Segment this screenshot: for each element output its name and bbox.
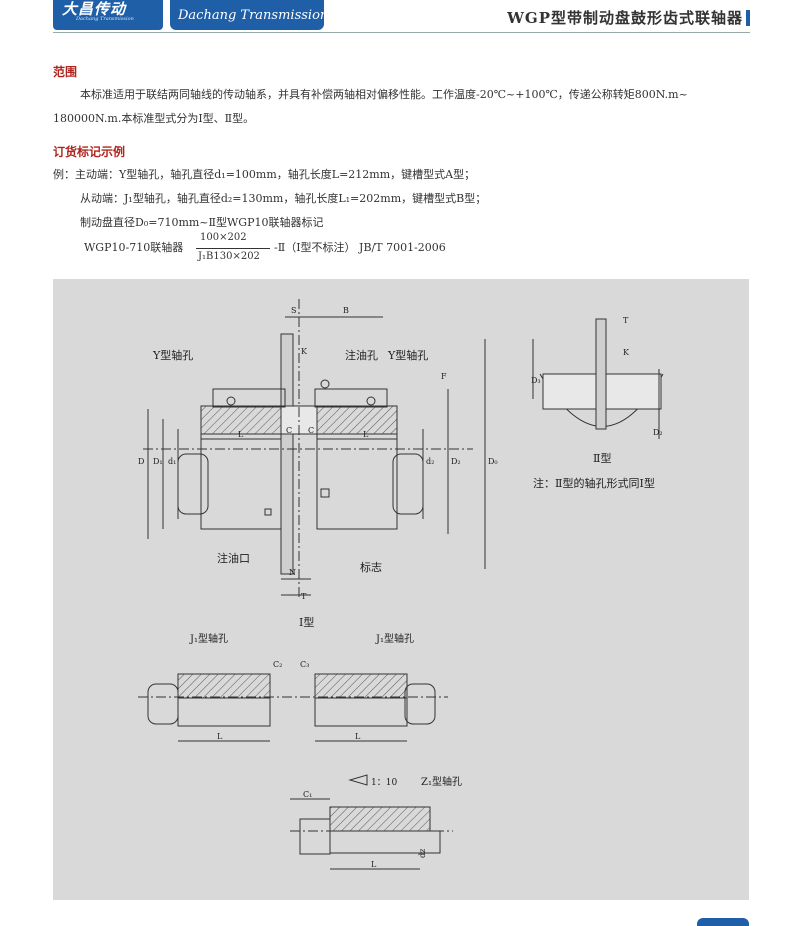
- scope-line-2: 180000N.m.本标准型式分为Ⅰ型、Ⅱ型。: [53, 112, 255, 125]
- right-hub-body: [316, 433, 398, 530]
- dim-d1: d₁: [168, 457, 176, 466]
- caption-type1: Ⅰ型: [299, 615, 314, 629]
- logo-chinese-text: 大昌传动: [62, 0, 127, 18]
- brand-name: Dachang Transmission: [178, 8, 329, 23]
- oil-port: [264, 508, 272, 516]
- coupling-drawing: Y型轴孔 注油孔 Y型轴孔 注油口 标志 Ⅰ型 S B K F C C L L …: [138, 299, 664, 870]
- page-tab: [697, 918, 749, 926]
- dim-L-left: L: [238, 430, 244, 439]
- j1-right-hub-body: [314, 697, 408, 727]
- dim-K: K: [301, 347, 308, 356]
- order-mark-numerator: 100×202: [200, 232, 247, 243]
- j1-left-label: J₁型轴孔: [189, 632, 228, 645]
- right-sleeve: [314, 388, 388, 408]
- dim-T: T: [301, 592, 307, 601]
- j1-dim-L-right: L: [355, 732, 361, 741]
- z1-dim-C1: C₁: [303, 790, 312, 799]
- label-y-bore-right: Y型轴孔: [387, 348, 428, 362]
- j1-left-hub: [177, 673, 271, 699]
- order-mark-denominator: J₁B130×202: [198, 251, 260, 262]
- type2-disc: [595, 318, 607, 430]
- bolt: [226, 396, 236, 406]
- z1-shaft: [299, 818, 331, 855]
- j1-right-shaft: [404, 683, 436, 725]
- page-title: WGP型带制动盘鼓形齿式联轴器: [507, 9, 743, 27]
- z1-dim-dz: dz: [418, 849, 427, 858]
- label-mark: 标志: [360, 560, 382, 574]
- z1-taper: 1：10: [371, 778, 397, 788]
- dim-C-right: C: [308, 426, 314, 435]
- scope-line-1: 本标准适用于联结两同轴线的传动轴系，并具有补偿两轴相对偏移性能。工作温度-20℃…: [80, 88, 688, 101]
- j1-dim-C3: C₃: [300, 660, 309, 669]
- order-mark-suffix: -Ⅱ（Ⅰ型不标注） JB/T 7001-2006: [274, 241, 446, 254]
- order-mark-prefix: WGP10-710联轴器: [84, 241, 184, 254]
- z1-hub: [329, 806, 431, 832]
- j1-right-label: J₁型轴孔: [375, 632, 414, 645]
- label-oil-hole: 注油孔: [345, 348, 378, 362]
- type2-note: 注：Ⅱ型的轴孔形式同Ⅰ型: [533, 476, 655, 490]
- dim-B: B: [343, 306, 349, 315]
- type2-dim-D3: D₃: [531, 376, 541, 385]
- dim-C-left: C: [286, 426, 292, 435]
- taper-symbol: [348, 774, 368, 786]
- brand-banner: [170, 0, 324, 30]
- title-accent-bar: [746, 10, 750, 26]
- order-line-2: 从动端：J₁型轴孔，轴孔直径d₂=130mm，轴孔长度L₁=202mm，键槽型式…: [80, 192, 487, 205]
- type2-dim-K: K: [623, 348, 630, 357]
- dim-d2: d₂: [426, 457, 434, 466]
- j1-left-shaft: [147, 683, 179, 725]
- header-divider: [53, 32, 750, 33]
- z1-label: Z₁型轴孔: [421, 775, 462, 788]
- scope-heading: 范围: [53, 65, 78, 79]
- fraction-line: [196, 248, 270, 249]
- z1-dim-L: L: [371, 860, 377, 869]
- left-hub-body: [200, 433, 282, 530]
- j1-dim-L-left: L: [217, 732, 223, 741]
- bolt: [320, 379, 330, 389]
- j1-dim-C2: C₂: [273, 660, 282, 669]
- dim-F: F: [441, 372, 447, 381]
- dim-N: N: [289, 568, 296, 577]
- right-hub-section: [316, 405, 398, 435]
- dim-D0: D₀: [488, 457, 498, 466]
- caption-type2: Ⅱ型: [593, 451, 611, 465]
- dim-S: S: [291, 306, 296, 315]
- bolt: [366, 396, 376, 406]
- label-oil-port: 注油口: [217, 551, 250, 565]
- order-line-3: 制动盘直径D₀=710mm~Ⅱ型WGP10联轴器标记: [80, 216, 324, 229]
- logo-background: [53, 0, 163, 30]
- dim-L-right: L: [363, 430, 369, 439]
- order-line-1: 例：主动端：Y型轴孔，轴孔直径d₁=100mm，轴孔长度L=212mm，键槽型式…: [53, 168, 476, 181]
- j1-left-hub-body: [177, 697, 271, 727]
- order-heading: 订货标记示例: [53, 145, 126, 159]
- mark-plate: [320, 488, 330, 498]
- technical-drawing-panel: Y型轴孔 注油孔 Y型轴孔 注油口 标志 Ⅰ型 S B K F C C L L …: [53, 279, 749, 900]
- left-sleeve: [212, 388, 286, 408]
- dim-D: D: [138, 457, 144, 466]
- j1-right-hub: [314, 673, 408, 699]
- type2-dim-T: T: [623, 316, 629, 325]
- logo-english-text: Dachang Transmission: [76, 16, 134, 22]
- label-y-bore-left: Y型轴孔: [152, 348, 193, 362]
- left-shaft: [177, 453, 209, 515]
- dim-D2: D₂: [451, 457, 461, 466]
- dim-D1: D₁: [153, 457, 163, 466]
- brake-disc: [280, 333, 294, 575]
- type2-dim-D2: D₂: [653, 428, 663, 437]
